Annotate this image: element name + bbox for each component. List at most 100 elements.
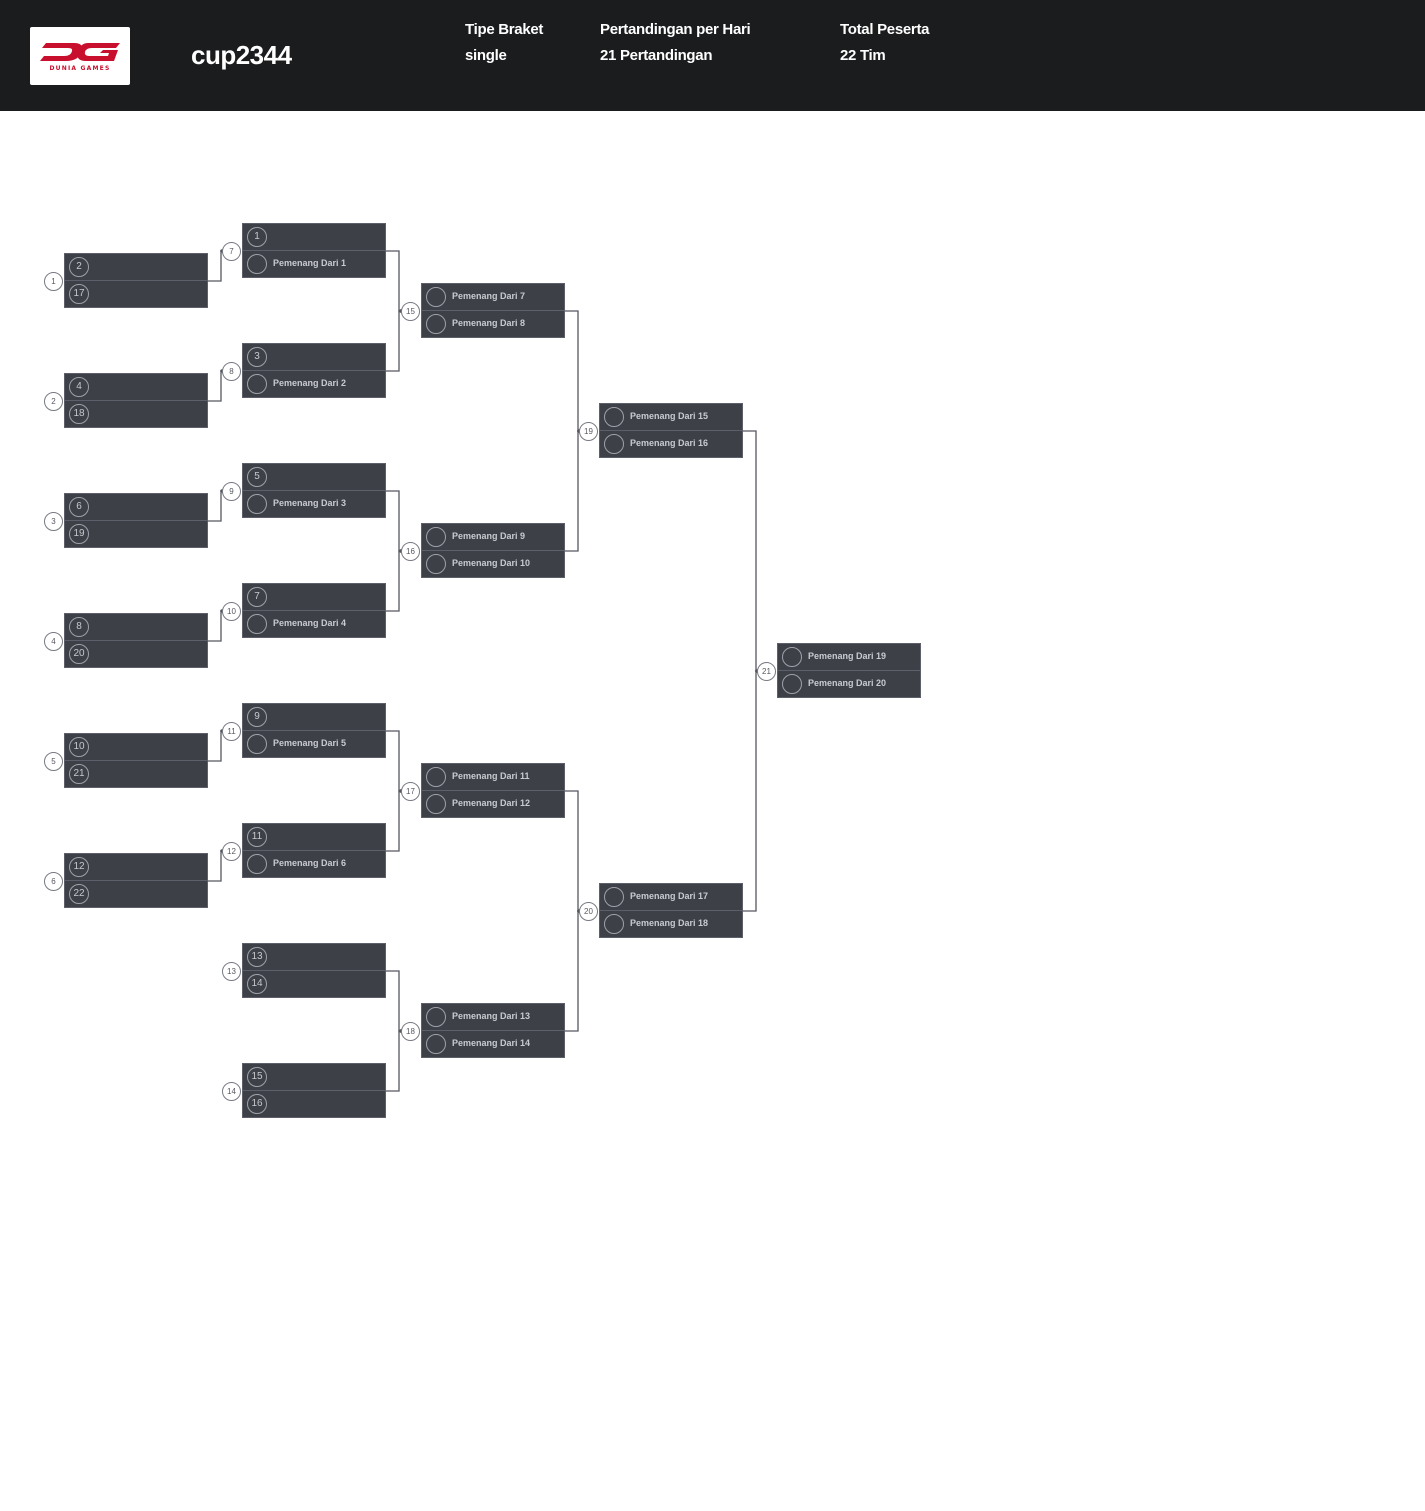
match-number-badge: 5 (44, 752, 63, 771)
seed-badge (426, 314, 446, 334)
match-slot[interactable]: Pemenang Dari 1 (242, 250, 386, 278)
connector-line (386, 970, 401, 1032)
match-slot[interactable]: Pemenang Dari 20 (777, 670, 921, 698)
match-slot[interactable]: Pemenang Dari 14 (421, 1030, 565, 1058)
match-slot[interactable]: Pemenang Dari 10 (421, 550, 565, 578)
match-slot[interactable]: 7 (242, 583, 386, 611)
match-slot[interactable]: Pemenang Dari 15 (599, 403, 743, 431)
match-slot[interactable]: 18 (64, 400, 208, 428)
seed-badge (604, 434, 624, 454)
match-slot[interactable]: 20 (64, 640, 208, 668)
match-slot[interactable]: Pemenang Dari 17 (599, 883, 743, 911)
match-slot[interactable]: Pemenang Dari 5 (242, 730, 386, 758)
match-slot[interactable]: Pemenang Dari 2 (242, 370, 386, 398)
match-slot[interactable]: 12 (64, 853, 208, 881)
seed-badge (426, 527, 446, 547)
match-slot[interactable]: 13 (242, 943, 386, 971)
match-slot[interactable]: 3 (242, 343, 386, 371)
match-slot[interactable]: 22 (64, 880, 208, 908)
match-slot[interactable]: Pemenang Dari 11 (421, 763, 565, 791)
match-slot[interactable]: 9 (242, 703, 386, 731)
seed-badge (426, 794, 446, 814)
match-number-badge: 16 (401, 542, 420, 561)
match-slot[interactable]: Pemenang Dari 8 (421, 310, 565, 338)
match-16[interactable]: Pemenang Dari 9 Pemenang Dari 10 (421, 523, 565, 579)
match-number-badge: 9 (222, 482, 241, 501)
match-slot[interactable]: Pemenang Dari 9 (421, 523, 565, 551)
matches-per-day-label: Pertandingan per Hari (600, 21, 751, 38)
slot-label: Pemenang Dari 15 (630, 411, 709, 421)
slot-label: Pemenang Dari 6 (273, 858, 347, 868)
dunia-games-logo[interactable]: DUNIA GAMES (30, 27, 130, 85)
match-slot[interactable]: 21 (64, 760, 208, 788)
match-slot[interactable]: 10 (64, 733, 208, 761)
match-number-badge: 10 (222, 602, 241, 621)
seed-badge (247, 374, 267, 394)
match-slot[interactable]: 5 (242, 463, 386, 491)
match-slot[interactable]: Pemenang Dari 12 (421, 790, 565, 818)
slot-label: Pemenang Dari 5 (273, 738, 347, 748)
match-slot[interactable]: Pemenang Dari 7 (421, 283, 565, 311)
slot-label: Pemenang Dari 12 (452, 798, 531, 808)
slot-label: Pemenang Dari 8 (452, 318, 526, 328)
seed-badge (247, 254, 267, 274)
seed-badge (604, 407, 624, 427)
connector-line (386, 490, 401, 552)
match-slot[interactable]: Pemenang Dari 6 (242, 850, 386, 878)
match-17[interactable]: Pemenang Dari 11 Pemenang Dari 12 (421, 763, 565, 819)
match-slot[interactable]: 17 (64, 280, 208, 308)
match-slot[interactable]: 8 (64, 613, 208, 641)
match-slot[interactable]: 2 (64, 253, 208, 281)
matches-per-day-value: 21 Pertandingan (600, 47, 713, 64)
seed-badge (426, 1034, 446, 1054)
seed-badge: 4 (69, 377, 89, 397)
match-slot[interactable]: 16 (242, 1090, 386, 1118)
bracket-type-label: Tipe Braket (465, 21, 544, 38)
seed-badge: 18 (69, 404, 89, 424)
match-15[interactable]: Pemenang Dari 7 Pemenang Dari 8 (421, 283, 565, 339)
logo-mark-icon (40, 43, 120, 61)
match-slot[interactable]: Pemenang Dari 3 (242, 490, 386, 518)
match-slot[interactable]: 6 (64, 493, 208, 521)
match-19[interactable]: Pemenang Dari 15 Pemenang Dari 16 (599, 403, 743, 459)
match-number-badge: 7 (222, 242, 241, 261)
match-slot[interactable]: 4 (64, 373, 208, 401)
match-slot[interactable]: Pemenang Dari 16 (599, 430, 743, 458)
connector-line (208, 610, 222, 642)
total-participants-label: Total Peserta (840, 21, 930, 38)
match-slot[interactable]: 14 (242, 970, 386, 998)
seed-badge: 15 (247, 1067, 267, 1087)
match-slot[interactable]: 15 (242, 1063, 386, 1091)
match-slot[interactable]: Pemenang Dari 18 (599, 910, 743, 938)
seed-badge: 1 (247, 227, 267, 247)
seed-badge (604, 914, 624, 934)
match-number-badge: 17 (401, 782, 420, 801)
seed-badge (247, 734, 267, 754)
match-slot[interactable]: Pemenang Dari 13 (421, 1003, 565, 1031)
slot-label: Pemenang Dari 10 (452, 558, 531, 568)
match-slot[interactable]: 19 (64, 520, 208, 548)
match-number-badge: 13 (222, 962, 241, 981)
match-slot[interactable]: Pemenang Dari 4 (242, 610, 386, 638)
match-slot[interactable]: 11 (242, 823, 386, 851)
match-slot[interactable]: Pemenang Dari 19 (777, 643, 921, 671)
match-slot[interactable]: 1 (242, 223, 386, 251)
seed-badge (426, 767, 446, 787)
